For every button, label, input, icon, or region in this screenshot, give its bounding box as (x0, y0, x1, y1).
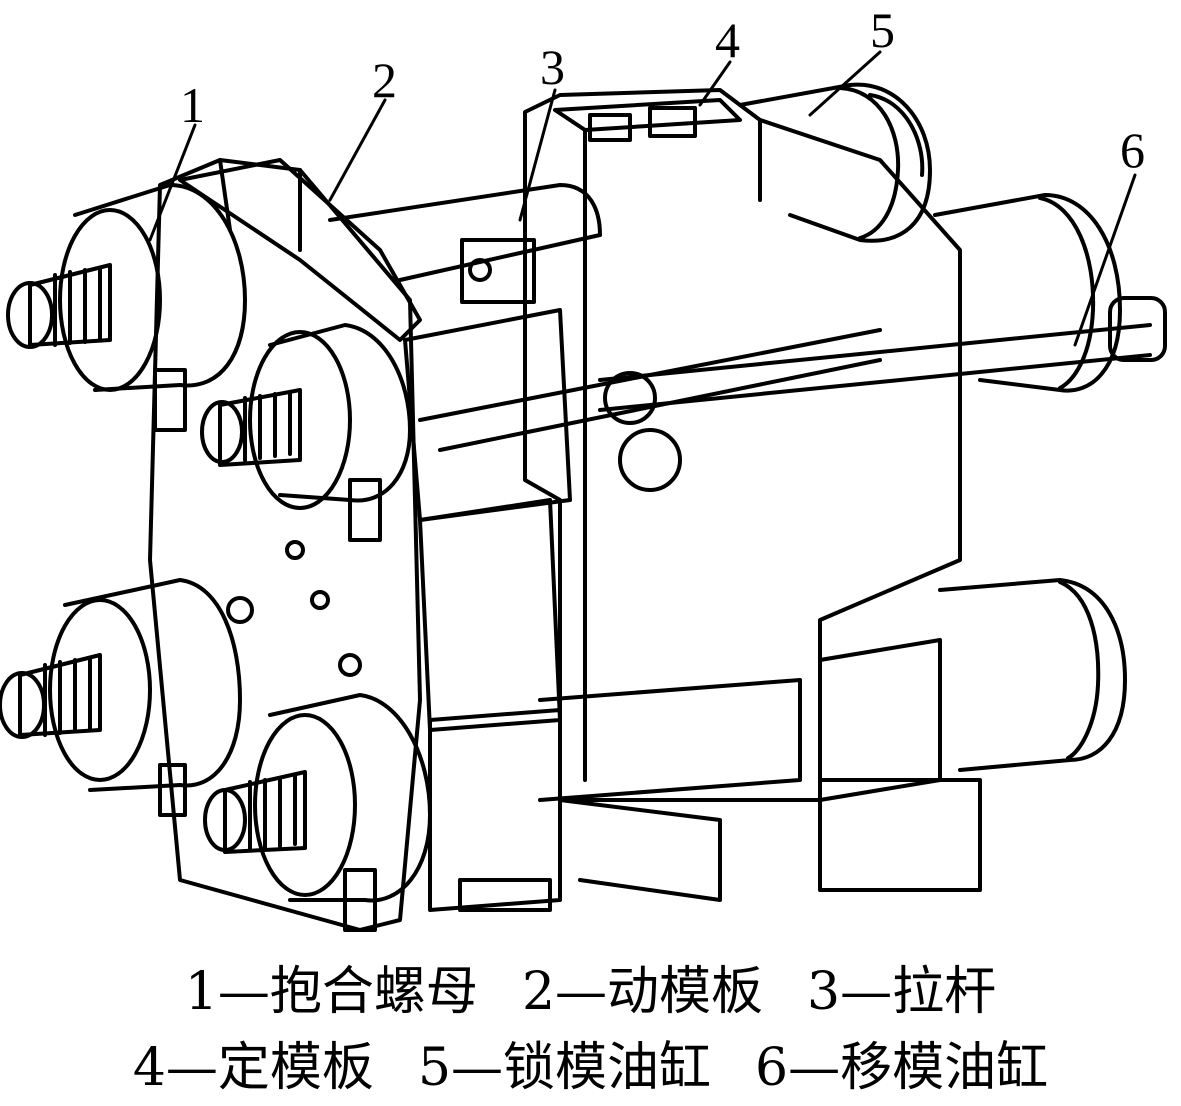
legend-item-1: 1—抱合螺母 (184, 962, 478, 1022)
callout-4: 4 (715, 12, 740, 68)
callout-5: 5 (870, 2, 895, 58)
callout-1: 1 (180, 77, 205, 133)
locking-cylinder (738, 82, 932, 243)
legend-item-4: 4—定模板 (132, 1038, 374, 1098)
clasping-nut-top-right (200, 323, 412, 510)
carrier-frame (403, 308, 1127, 912)
legend-item-3: 3—拉杆 (807, 962, 997, 1022)
legend-item-6: 6—移模油缸 (755, 1038, 1049, 1098)
clasping-nut-top-left (6, 183, 247, 392)
clasping-nut-bottom-right (203, 693, 432, 932)
leader-lines (148, 50, 1137, 347)
moving-platen (148, 158, 422, 932)
tie-bar (328, 183, 882, 802)
callout-3: 3 (540, 39, 565, 95)
clamping-unit-drawing (0, 50, 1167, 932)
clasping-nut-bottom-left (0, 578, 242, 792)
moving-cylinder (598, 193, 1167, 492)
legend-line-1: 1—抱合螺母 2—动模板 3—拉杆 (0, 960, 1181, 1024)
callout-2: 2 (372, 52, 397, 108)
legend-item-5: 5—锁模油缸 (417, 1038, 712, 1098)
callout-6: 6 (1120, 122, 1145, 178)
legend-item-2: 2—动模板 (521, 962, 764, 1022)
hydraulic-fittings (153, 368, 382, 817)
legend-line-2: 4—定模板 5—锁模油缸 6—移模油缸 (0, 1036, 1181, 1100)
